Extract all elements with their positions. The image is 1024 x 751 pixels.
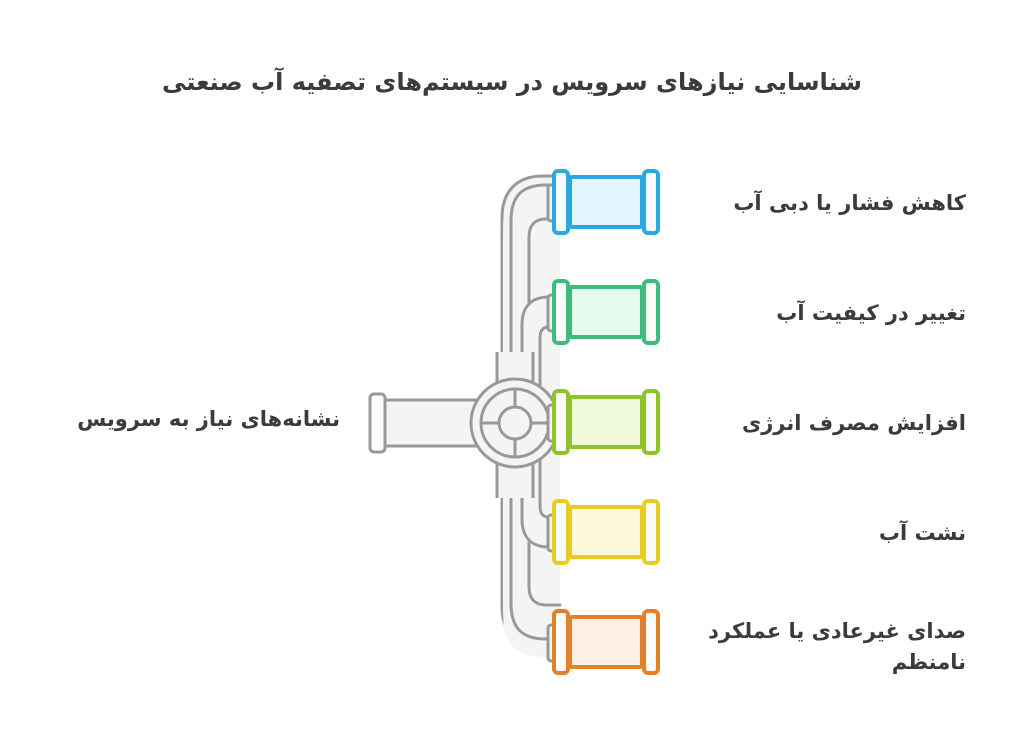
branch-pipe-body-3 bbox=[568, 395, 644, 449]
branch-flange-left-3 bbox=[552, 389, 570, 455]
root-pipe-left-flange bbox=[368, 392, 387, 454]
branch-flange-left-5 bbox=[552, 609, 570, 675]
branch-flange-left-1 bbox=[552, 169, 570, 235]
branch-label-5: صدای غیرعادی یا عملکرد نامنظم bbox=[708, 619, 966, 675]
branch-flange-right-2 bbox=[642, 279, 660, 345]
valve-hub bbox=[497, 405, 533, 441]
branch-pipe-5 bbox=[552, 609, 660, 675]
branch-pipe-3 bbox=[552, 389, 660, 455]
valve-wheel bbox=[469, 377, 561, 469]
branch-pipe-2 bbox=[552, 279, 660, 345]
branch-pipe-body-2 bbox=[568, 285, 644, 339]
branch-flange-left-2 bbox=[552, 279, 570, 345]
branch-pipe-4 bbox=[552, 499, 660, 565]
branch-pipes bbox=[552, 169, 660, 675]
branch-label-3: افزایش مصرف انرژی bbox=[741, 411, 966, 435]
branch-label-1: کاهش فشار یا دبی آب bbox=[733, 191, 966, 215]
branch-flange-right-3 bbox=[642, 389, 660, 455]
branch-label-4: نشت آب bbox=[878, 521, 966, 545]
branch-pipe-body-5 bbox=[568, 615, 644, 669]
branch-flange-right-5 bbox=[642, 609, 660, 675]
branch-pipe-body-1 bbox=[568, 175, 644, 229]
branch-pipe-body-4 bbox=[568, 505, 644, 559]
page-title: شناسایی نیازهای سرویس در سیستم‌های تصفیه… bbox=[162, 68, 862, 96]
branch-flange-right-4 bbox=[642, 499, 660, 565]
branch-flange-left-4 bbox=[552, 499, 570, 565]
branch-pipe-1 bbox=[552, 169, 660, 235]
root-node-label: نشانه‌های نیاز به سرویس bbox=[77, 407, 340, 431]
branch-label-2: تغییر در کیفیت آب bbox=[776, 301, 966, 325]
branch-flange-right-1 bbox=[642, 169, 660, 235]
